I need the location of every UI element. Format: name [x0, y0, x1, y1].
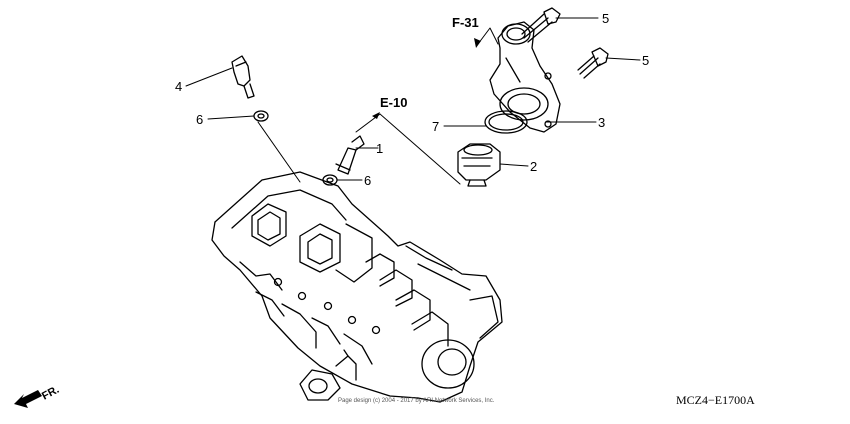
reference-e10[interactable]: E-10 — [380, 95, 408, 110]
footer-credit: Page design (c) 2004 - 2017 by ARI Netwo… — [338, 398, 495, 404]
callout-6-upper: 6 — [196, 112, 204, 127]
temperature-sensor — [231, 55, 255, 99]
o-ring — [484, 110, 528, 134]
fitting — [335, 135, 365, 175]
callout-3: 3 — [598, 115, 606, 130]
callout-7: 7 — [432, 119, 440, 134]
callout-1: 1 — [376, 141, 384, 156]
callout-5-upper: 5 — [602, 11, 610, 26]
bolt-lower — [577, 47, 609, 79]
callout-2: 2 — [530, 159, 538, 174]
reference-f31[interactable]: F-31 — [452, 15, 479, 30]
callout-5-lower: 5 — [642, 53, 650, 68]
callout-6-lower: 6 — [364, 173, 372, 188]
front-direction-arrow — [14, 390, 42, 408]
callout-4: 4 — [175, 79, 183, 94]
thermostat-cover — [489, 21, 561, 133]
diagram-code: MCZ4−E1700A — [676, 393, 755, 407]
leader-lines — [185, 17, 641, 185]
sealing-washer-upper — [253, 110, 269, 122]
cylinder-head — [211, 171, 503, 403]
thermostat — [457, 143, 501, 187]
